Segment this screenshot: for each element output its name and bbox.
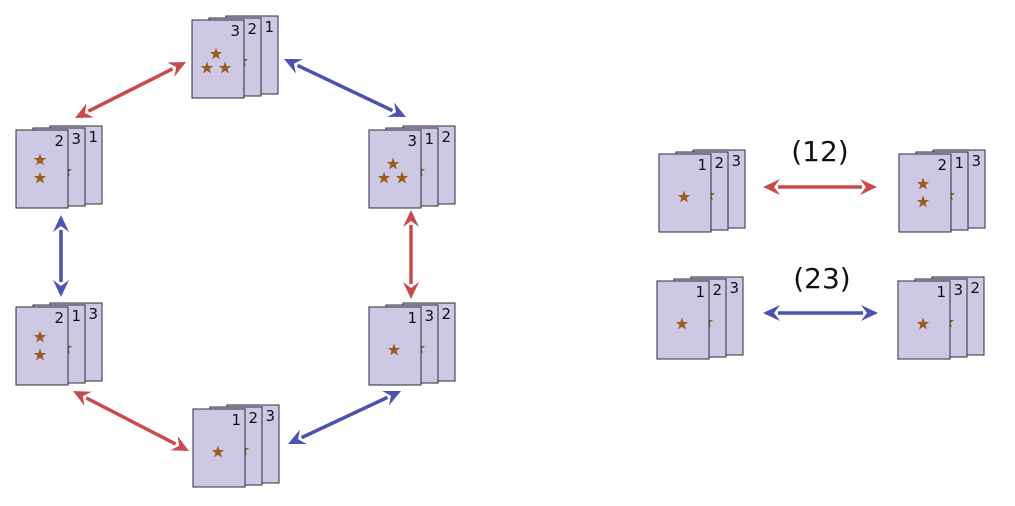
arrowhead-icon [53,215,69,232]
stack-bottom: 321 [192,404,280,488]
arrowhead-icon [73,391,92,406]
card-number: 3 [265,407,275,425]
permutation-label: (12) [791,135,848,168]
card-number: 1 [71,307,81,325]
card-number: 2 [937,156,947,174]
legend-left-stack: 321 [656,276,744,360]
card-number: 2 [54,309,64,327]
arrow-top-upper-right [284,59,406,117]
card-number: 3 [729,279,739,297]
card-number: 2 [970,279,980,297]
card-number: 3 [424,307,434,325]
card [658,153,712,233]
card-number: 1 [88,128,98,146]
arrow-shaft [87,67,174,113]
arrowhead-icon [403,282,419,299]
card-number: 3 [88,305,98,323]
card [898,153,952,233]
arrowhead-icon [167,62,186,77]
card-number: 2 [54,132,64,150]
arrowhead-icon [387,102,406,117]
card [897,280,951,360]
card-number: 3 [731,152,741,170]
legend-left-stack: 321 [658,149,746,233]
card-number: 3 [971,152,981,170]
stack-lower-left: 312 [15,302,103,386]
card-number: 1 [231,411,241,429]
arrowhead-icon [763,305,780,321]
arrowhead-icon [288,429,307,445]
arrow-shaft [296,63,394,113]
card-number: 1 [264,18,274,36]
arrowhead-icon [382,390,401,406]
card [192,408,246,488]
card-number: 1 [697,156,707,174]
arrow-lower-left-bottom [73,391,189,451]
stack-upper-right: 213 [368,125,456,209]
arrow-upper-left-lower-left [53,215,69,297]
card-number: 2 [714,154,724,172]
card-number: 2 [248,409,258,427]
arrow-upper-left-top [75,62,186,118]
card [368,306,422,386]
arrowhead-icon [861,305,878,321]
arrow-upper-right-lower-right [403,210,419,299]
arrowhead-icon [170,436,189,451]
card-number: 1 [954,154,964,172]
arrowhead-icon [403,210,419,227]
card-number: 3 [407,132,417,150]
card [191,19,245,99]
permutation-label: (23) [793,262,850,295]
legend-right-stack: 312 [898,149,986,233]
card-number: 2 [712,281,722,299]
card-number: 3 [953,281,963,299]
card-number: 3 [230,22,240,40]
card [15,306,69,386]
stack-upper-left: 132 [15,125,103,209]
card-number: 3 [71,130,81,148]
card-number: 1 [695,283,705,301]
card-number: 1 [936,283,946,301]
arrowhead-icon [75,103,94,118]
card [368,129,422,209]
arrows [53,59,419,451]
card [15,129,69,209]
arrowhead-icon [284,59,303,74]
card-number: 1 [424,130,434,148]
legend-right-stack: 231 [897,276,985,360]
stack-lower-right: 231 [368,302,456,386]
arrow-shaft [85,396,177,446]
card-number: 1 [407,309,417,327]
legend-arrow [763,179,877,195]
arrowhead-icon [53,280,69,297]
card-number: 2 [441,305,451,323]
card [656,280,710,360]
legend-arrow [763,305,878,321]
arrow-bottom-lower-right [288,390,401,445]
arrowhead-icon [860,179,877,195]
stack-top: 123 [191,15,279,99]
card-number: 2 [247,20,257,38]
arrow-shaft [300,395,389,440]
card-number: 2 [441,128,451,146]
arrowhead-icon [763,179,780,195]
